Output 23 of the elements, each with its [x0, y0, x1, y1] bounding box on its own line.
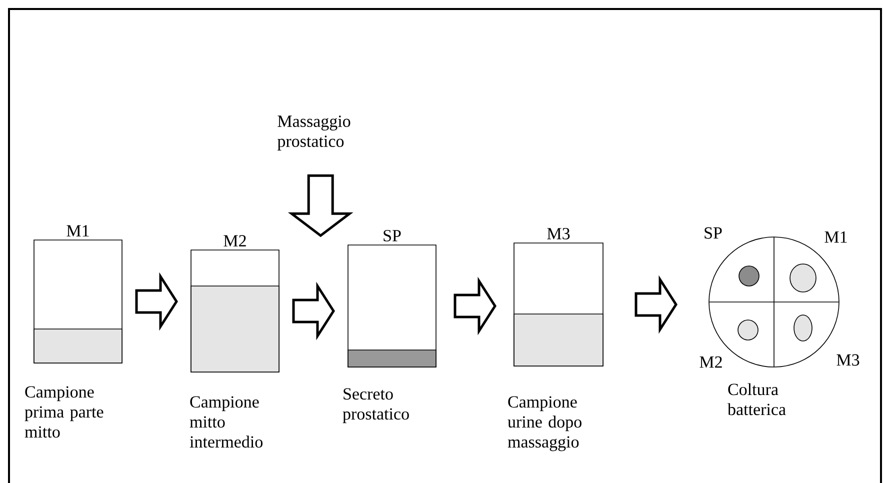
sample-label: Campione urine dopo massaggio — [508, 396, 582, 452]
quadrant-label: M3 — [836, 354, 860, 366]
sample-label: Secreto prostatico — [342, 388, 409, 424]
sample-container: SP — [348, 230, 436, 368]
sample-container: M1 — [34, 225, 122, 364]
node-label: M3 — [547, 228, 570, 240]
quadrant-label: M1 — [824, 231, 847, 243]
node-label: SP — [384, 230, 401, 242]
node-label: M2 — [224, 235, 246, 246]
quadrant-label: SP — [704, 227, 722, 239]
sample-container: M3 — [514, 228, 604, 366]
sample-container: M2 — [190, 235, 280, 372]
block-arrow — [135, 272, 178, 331]
step-label: Massaggio prostatico — [277, 116, 350, 150]
block-arrow — [288, 174, 354, 238]
sample-label: Campione mitto intermedio — [190, 396, 263, 448]
quadrant-label: M2 — [700, 356, 722, 368]
block-arrow — [292, 282, 335, 340]
sample-label: Coltura batterica — [728, 383, 786, 416]
block-arrow — [634, 275, 678, 334]
block-arrow — [454, 276, 496, 336]
sample-label: Campione prima parte mitto — [24, 386, 104, 438]
node-label: M1 — [66, 225, 89, 236]
